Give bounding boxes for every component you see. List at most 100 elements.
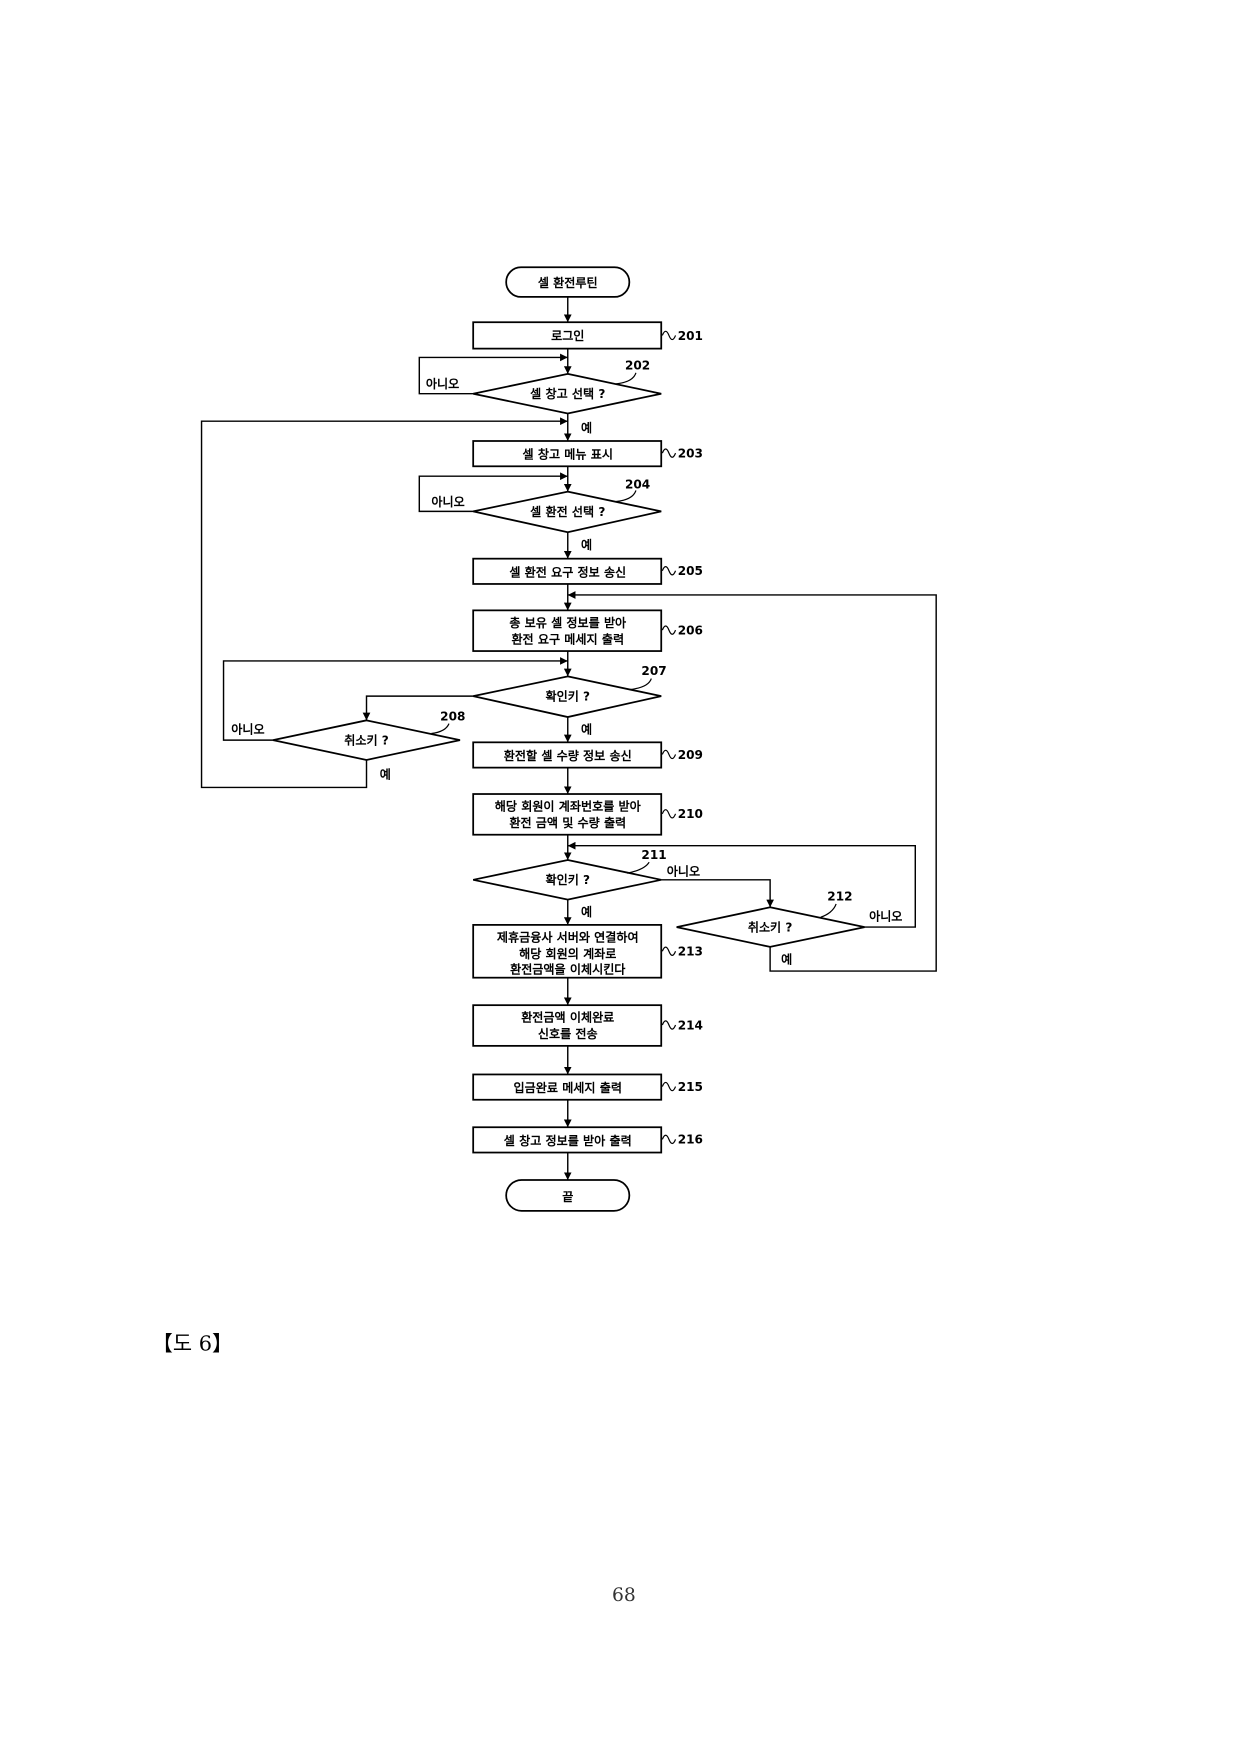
ref-leader bbox=[616, 372, 637, 385]
ref-number: 202 bbox=[625, 359, 650, 373]
branch-label-no: 아니오 bbox=[869, 908, 902, 923]
process-box bbox=[472, 924, 663, 979]
step-213: 제휴금융사 서버와 연결하여 해당 회원의 계좌로 환전금액을 이체시킨다 21… bbox=[472, 924, 703, 979]
step-205: 셀 환전 요구 정보 송신 205 bbox=[472, 557, 703, 585]
ref-number: 205 bbox=[678, 564, 703, 578]
branch-label-no: 아니오 bbox=[431, 494, 464, 509]
decision-211: 확인키 ? 211 아니오 예 bbox=[473, 848, 700, 919]
ref-number: 203 bbox=[678, 446, 703, 460]
decision-diamond bbox=[676, 906, 865, 948]
decision-label: 확인키 ? bbox=[545, 872, 590, 887]
ref-number: 207 bbox=[641, 664, 666, 678]
terminal-start-shape bbox=[505, 266, 631, 298]
process-box bbox=[472, 609, 663, 652]
ref-leader bbox=[820, 903, 837, 918]
process-label-line-2: 신호를 전송 bbox=[538, 1026, 598, 1041]
process-label: 환전할 셀 수량 정보 송신 bbox=[504, 748, 632, 763]
branch-label-no: 아니오 bbox=[667, 863, 700, 878]
process-label-line-2: 해당 회원의 계좌로 bbox=[519, 946, 616, 961]
decision-label: 취소키 ? bbox=[748, 919, 793, 934]
process-label: 셀 창고 정보를 받아 출력 bbox=[504, 1133, 632, 1148]
decision-208: 취소키 ? 208 아니오 예 bbox=[231, 709, 465, 781]
process-box bbox=[472, 440, 663, 468]
process-label-line-1: 제휴금융사 서버와 연결하여 bbox=[497, 929, 639, 944]
decision-label: 확인키 ? bbox=[545, 689, 590, 704]
ref-leader bbox=[661, 749, 677, 760]
process-label: 로그인 bbox=[551, 328, 584, 343]
branch-label-no: 아니오 bbox=[426, 376, 459, 391]
ref-leader bbox=[661, 566, 677, 576]
step-216: 셀 창고 정보를 받아 출력 216 bbox=[472, 1126, 703, 1154]
connector-212-no-loop bbox=[567, 841, 916, 928]
connector-211-no-212 bbox=[661, 879, 774, 908]
ref-number: 204 bbox=[625, 477, 650, 491]
ref-number: 216 bbox=[678, 1133, 703, 1147]
process-box bbox=[472, 741, 663, 769]
ref-leader bbox=[616, 490, 637, 503]
decision-label: 취소키 ? bbox=[344, 733, 389, 748]
branch-label-yes: 예 bbox=[581, 722, 592, 737]
connector-202-no-loop bbox=[418, 353, 568, 395]
branch-label-yes: 예 bbox=[581, 904, 592, 919]
process-box bbox=[472, 793, 663, 836]
process-box bbox=[472, 557, 663, 585]
branch-label-yes: 예 bbox=[380, 767, 391, 782]
ref-leader bbox=[661, 330, 677, 341]
ref-leader bbox=[629, 678, 652, 691]
ref-number: 215 bbox=[678, 1080, 703, 1094]
ref-leader bbox=[661, 946, 677, 956]
figure-caption: 【도 6】 bbox=[152, 1331, 233, 1355]
branch-label-no: 아니오 bbox=[231, 722, 264, 737]
ref-number: 206 bbox=[678, 624, 703, 638]
process-label-line-2: 환전 요구 메세지 출력 bbox=[511, 631, 624, 646]
connector-204-no-loop bbox=[418, 472, 568, 513]
terminal-end: 끝 bbox=[505, 1179, 631, 1212]
connector-208-yes-loop bbox=[200, 417, 568, 789]
process-box bbox=[472, 321, 663, 350]
step-215: 입금완료 메세지 출력 215 bbox=[472, 1073, 703, 1101]
ref-number: 209 bbox=[678, 748, 703, 762]
process-label: 셀 환전 요구 정보 송신 bbox=[509, 564, 626, 579]
decision-diamond bbox=[272, 719, 461, 761]
connectors bbox=[200, 296, 937, 1181]
ref-number: 211 bbox=[641, 848, 666, 862]
terminal-end-shape bbox=[505, 1179, 631, 1212]
step-209: 환전할 셀 수량 정보 송신 209 bbox=[472, 741, 703, 769]
ref-leader bbox=[661, 1134, 677, 1145]
decision-207: 확인키 ? 207 예 bbox=[472, 664, 667, 737]
ref-leader bbox=[661, 1020, 677, 1030]
connector-207-no-208 bbox=[362, 695, 474, 721]
decision-diamond bbox=[472, 490, 662, 534]
branch-label-yes: 예 bbox=[781, 951, 792, 966]
process-label-line-1: 해당 회원이 계좌번호를 받아 bbox=[495, 799, 642, 814]
terminal-end-label: 끝 bbox=[562, 1190, 573, 1204]
step-214: 환전금액 이체완료 신호를 전송 214 bbox=[472, 1004, 703, 1047]
step-201: 로그인 201 bbox=[472, 321, 703, 350]
ref-leader bbox=[661, 809, 677, 819]
branch-label-yes: 예 bbox=[581, 537, 592, 552]
step-206: 총 보유 셀 정보를 받아 환전 요구 메세지 출력 206 bbox=[472, 609, 703, 652]
process-label-line-3: 환전금액을 이체시킨다 bbox=[510, 961, 626, 976]
branch-label-yes: 예 bbox=[581, 420, 592, 435]
page-number: 68 bbox=[612, 1585, 636, 1606]
decision-diamond bbox=[473, 859, 662, 901]
ref-number: 201 bbox=[678, 329, 703, 343]
process-box bbox=[472, 1004, 663, 1047]
ref-number: 213 bbox=[678, 945, 703, 959]
process-label-line-1: 총 보유 셀 정보를 받아 bbox=[509, 615, 627, 630]
decision-202: 셀 창고 선택 ? 202 아니오 예 bbox=[426, 359, 662, 435]
ref-leader bbox=[431, 723, 450, 735]
process-label-line-1: 환전금액 이체완료 bbox=[521, 1010, 614, 1025]
ref-leader bbox=[627, 861, 650, 874]
step-210: 해당 회원이 계좌번호를 받아 환전 금액 및 수량 출력 210 bbox=[472, 793, 703, 836]
step-203: 셀 창고 메뉴 표시 203 bbox=[472, 440, 703, 468]
decision-diamond bbox=[473, 373, 662, 415]
decision-212: 취소키 ? 212 아니오 예 bbox=[676, 890, 902, 966]
decision-204: 셀 환전 선택 ? 204 아니오 예 bbox=[431, 477, 662, 552]
process-box bbox=[472, 1126, 663, 1154]
process-label: 셀 창고 메뉴 표시 bbox=[523, 447, 613, 462]
ref-leader bbox=[661, 625, 677, 635]
ref-number: 214 bbox=[678, 1018, 703, 1032]
